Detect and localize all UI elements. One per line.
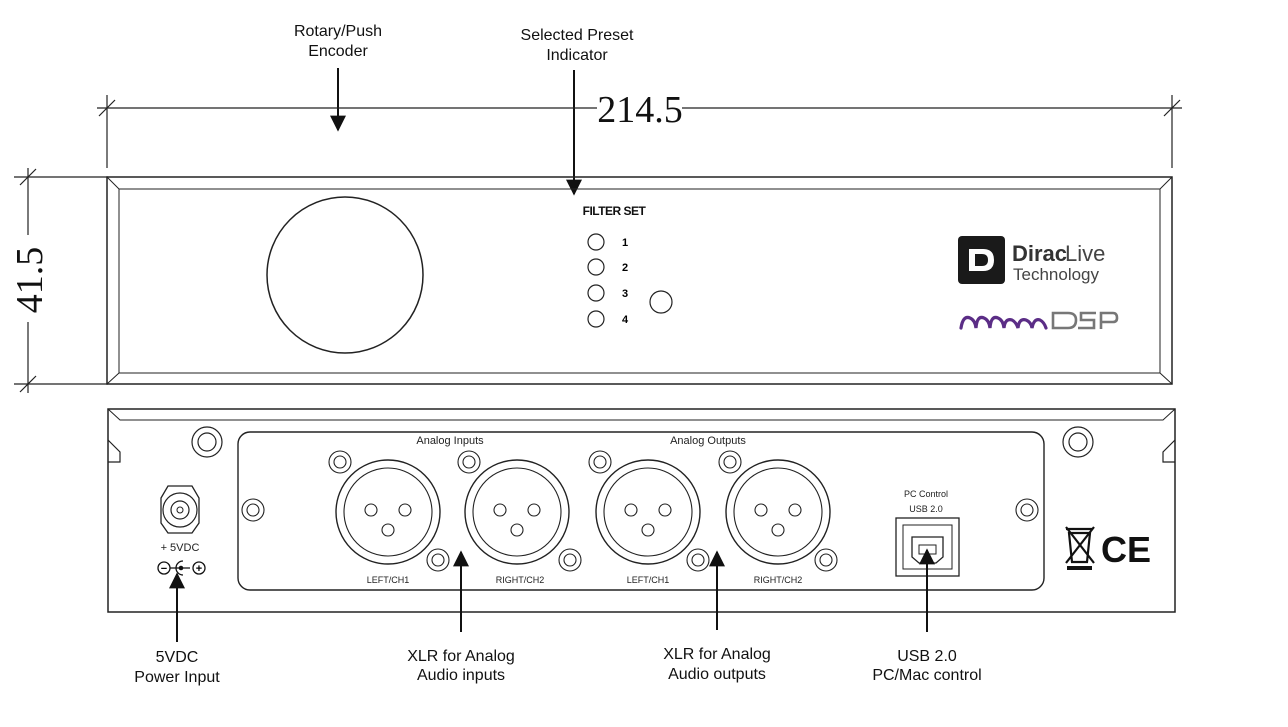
preset-callout-line1: Selected Preset — [521, 27, 635, 44]
usb-callout-line1: USB 2.0 — [897, 648, 957, 665]
xlr-output-left-connector[interactable] — [588, 450, 710, 572]
encoder-callout-line1: Rotary/Push — [294, 23, 382, 40]
rotary-encoder-knob[interactable] — [266, 196, 424, 354]
input-right-label: RIGHT/CH2 — [496, 575, 545, 585]
usb-callout-line2: PC/Mac control — [872, 667, 981, 684]
dirac-word: Dirac — [1012, 241, 1067, 266]
preset-number-1: 1 — [622, 237, 628, 249]
rear-panel: Analog Inputs Analog Outputs — [107, 408, 1176, 613]
live-word: Live — [1065, 241, 1105, 266]
preset-led-1 — [587, 233, 605, 251]
width-value: 214.5 — [597, 89, 683, 131]
pc-control-label: PC Control — [904, 489, 948, 499]
xlr-inputs-callout-line2: Audio inputs — [417, 667, 505, 684]
output-left-label: LEFT/CH1 — [627, 575, 670, 585]
preset-led-3 — [587, 284, 605, 302]
preset-number-3: 3 — [622, 288, 628, 300]
xlr-outputs-callout-line1: XLR for Analog — [663, 646, 771, 663]
usb-version-label: USB 2.0 — [909, 504, 943, 514]
xlr-outputs-callout-line2: Audio outputs — [668, 666, 766, 683]
ir-receiver-window — [649, 290, 673, 314]
height-value: 41.5 — [9, 247, 51, 314]
plate-screw-left — [241, 498, 265, 522]
svg-text:−: − — [161, 563, 167, 575]
preset-number-4: 4 — [622, 314, 629, 326]
polarity-symbol: − + — [157, 560, 206, 576]
svg-text:+: + — [196, 563, 202, 575]
ce-mark: CE — [1101, 529, 1151, 570]
minidsp-logo — [959, 311, 1119, 330]
analog-inputs-label: Analog Inputs — [416, 435, 484, 447]
connector-plate — [237, 431, 1045, 591]
dirac-logo-icon — [958, 236, 1005, 284]
dirac-logo: Dirac Live Technology — [958, 236, 1105, 284]
xlr-output-right-connector[interactable] — [718, 450, 838, 572]
power-callout-line1: 5VDC — [156, 649, 199, 666]
output-right-label: RIGHT/CH2 — [754, 575, 803, 585]
power-callout-line2: Power Input — [134, 669, 220, 686]
technology-word: Technology — [1013, 265, 1100, 284]
preset-number-2: 2 — [622, 262, 628, 274]
xlr-input-left-connector[interactable] — [328, 450, 450, 572]
preset-led-2 — [587, 258, 605, 276]
rear-mount-screw-left — [191, 426, 223, 458]
preset-led-4 — [587, 310, 605, 328]
plate-screw-right — [1015, 498, 1039, 522]
input-left-label: LEFT/CH1 — [367, 575, 410, 585]
height-dimension: 41.5 — [9, 168, 108, 393]
width-dimension: 214.5 — [97, 89, 1182, 168]
encoder-callout-line2: Encoder — [308, 43, 368, 60]
xlr-input-right-connector[interactable] — [457, 450, 582, 572]
power-jack[interactable] — [160, 485, 200, 534]
preset-callout-line2: Indicator — [546, 47, 608, 64]
analog-outputs-label: Analog Outputs — [670, 435, 746, 447]
filter-set-label: FILTER SET — [583, 204, 647, 218]
power-voltage-label: + 5VDC — [161, 542, 200, 554]
front-panel: FILTER SET 1 2 3 4 Dirac Live Technology — [106, 176, 1173, 385]
weee-bin-icon — [1065, 526, 1095, 570]
xlr-inputs-callout-line1: XLR for Analog — [407, 648, 515, 665]
rear-mount-screw-right — [1062, 426, 1094, 458]
